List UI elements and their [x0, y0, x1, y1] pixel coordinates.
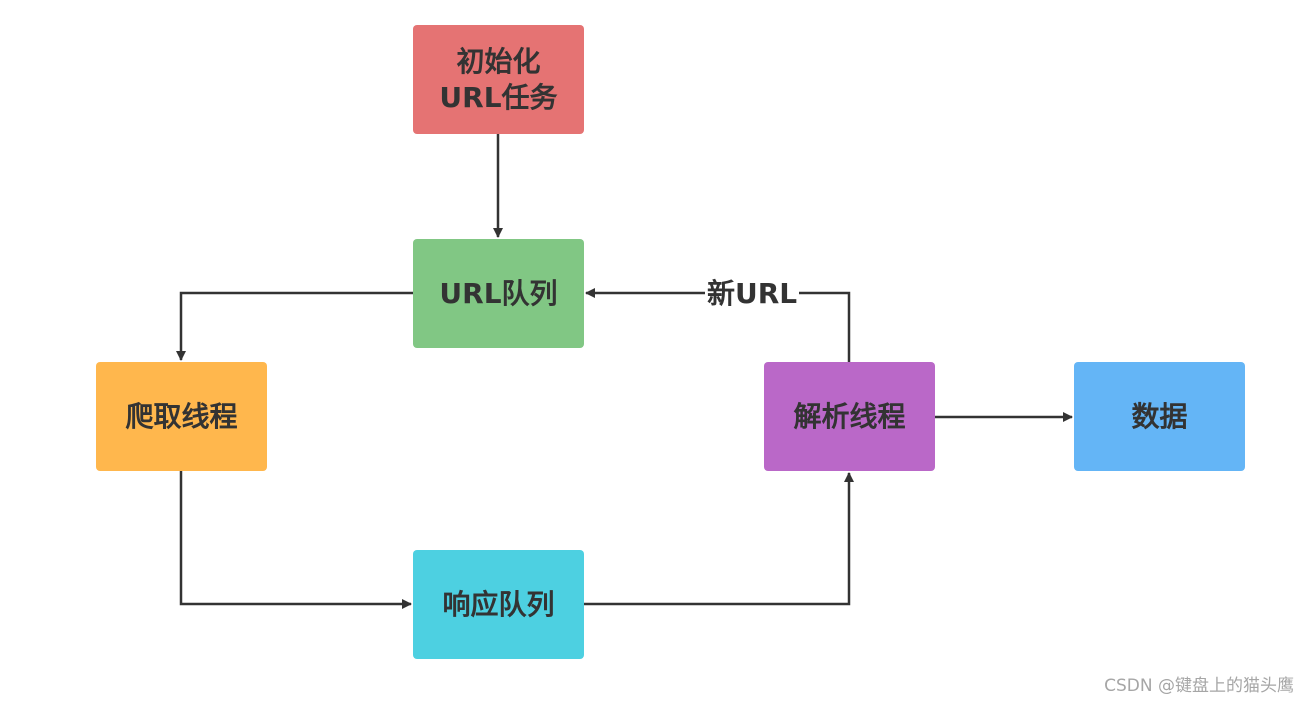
node-init-label-line2: URL任务	[439, 80, 558, 114]
edge-url-queue-to-crawl	[176, 291, 413, 361]
node-data: 数据	[1074, 362, 1245, 471]
node-url-queue: URL队列	[413, 239, 584, 348]
node-url-queue-label: URL队列	[439, 276, 558, 310]
node-data-label: 数据	[1131, 399, 1188, 433]
node-crawl-thread-label: 爬取线程	[125, 399, 238, 433]
node-response-queue-label: 响应队列	[442, 587, 555, 621]
watermark: CSDN @键盘上的猫头鹰	[1104, 676, 1294, 696]
edge-parse-to-url-queue	[585, 288, 851, 362]
node-response-queue: 响应队列	[413, 550, 584, 659]
edge-crawl-to-response-queue	[179, 471, 412, 609]
edge-label-new-url: 新URL	[705, 276, 800, 312]
edge-response-queue-to-parse	[584, 472, 854, 606]
node-parse-thread-label: 解析线程	[793, 399, 906, 433]
node-init-url-task: 初始化 URL任务	[413, 25, 584, 134]
node-crawl-thread: 爬取线程	[96, 362, 267, 471]
node-init-label-line1: 初始化	[456, 44, 541, 78]
node-parse-thread: 解析线程	[764, 362, 935, 471]
